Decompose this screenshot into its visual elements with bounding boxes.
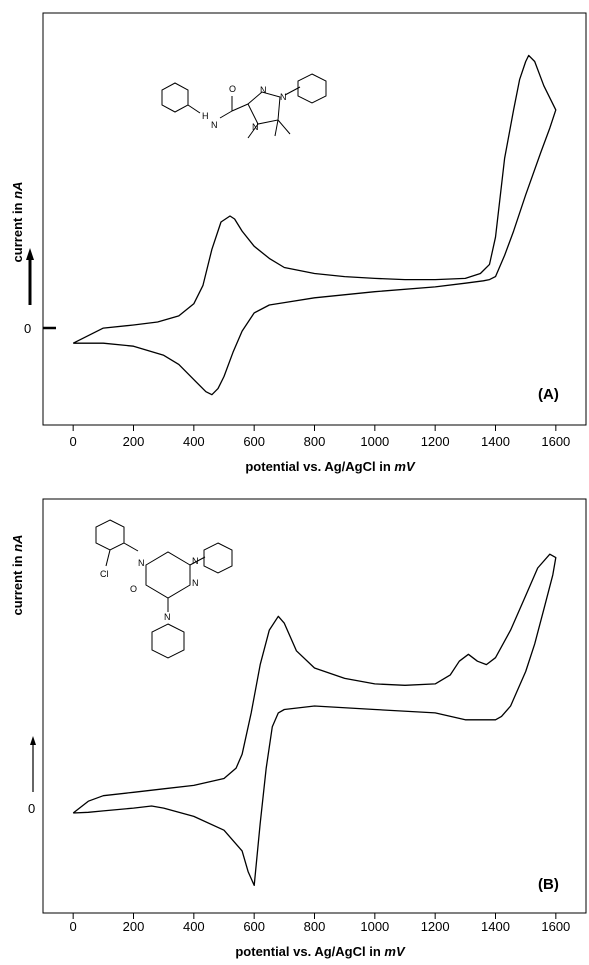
- x-tick-label-b: 1000: [360, 919, 389, 934]
- x-tick-label-b: 800: [304, 919, 326, 934]
- x-axis-label-a: potential vs. Ag/AgCl in mV: [245, 459, 416, 474]
- y-arrow-a: [26, 248, 34, 305]
- x-tick-label-b: 0: [70, 919, 77, 934]
- x-tick-label-a: 600: [243, 434, 265, 449]
- svg-text:N: N: [192, 578, 199, 588]
- x-tick-label-b: 1400: [481, 919, 510, 934]
- x-tick-label-b: 600: [243, 919, 265, 934]
- svg-text:N: N: [138, 558, 145, 568]
- x-tick-label-a: 0: [70, 434, 77, 449]
- x-axis-label-b: potential vs. Ag/AgCl in mV: [235, 944, 406, 959]
- svg-text:N: N: [211, 120, 218, 130]
- svg-text:N: N: [260, 85, 267, 95]
- x-tick-label-b: 1600: [541, 919, 570, 934]
- molecule-structure-a: H N O N N N: [161, 73, 327, 139]
- svg-text:Cl: Cl: [100, 569, 109, 579]
- svg-text:N: N: [164, 612, 171, 622]
- svg-text:H: H: [202, 111, 209, 121]
- panel-a: 0 200 400 600 800 1000 1200 1400 1600 potential …: [10, 12, 587, 474]
- panel-label-b: (B): [538, 876, 559, 893]
- svg-text:O: O: [130, 584, 137, 594]
- x-tick-label-a: 800: [304, 434, 326, 449]
- y-axis-label-b: current in nA: [10, 535, 25, 616]
- x-tick-label-a: 1400: [481, 434, 510, 449]
- x-tick-label-b: 1200: [421, 919, 450, 934]
- x-tick-label-a: 400: [183, 434, 205, 449]
- voltammogram-curve-a: [72, 54, 557, 396]
- y-zero-label-b: 0: [28, 801, 35, 816]
- x-ticks-b: 0 200 400 600 800 1000 1200 1400 1600: [70, 913, 570, 934]
- x-tick-label-a: 1600: [541, 434, 570, 449]
- svg-text:N: N: [192, 556, 199, 566]
- x-tick-label-b: 400: [183, 919, 205, 934]
- y-zero-label-a: 0: [24, 321, 31, 336]
- x-tick-label-a: 200: [123, 434, 145, 449]
- y-axis-label-a: current in nA: [10, 182, 25, 263]
- x-tick-label-a: 1000: [360, 434, 389, 449]
- svg-text:N: N: [280, 92, 287, 102]
- voltammogram-curve-b: [72, 553, 557, 887]
- x-tick-label-a: 1200: [421, 434, 450, 449]
- panel-b: 0 200 400 600 800 1000 1200 1400 1600 potential …: [10, 498, 587, 959]
- y-arrow-b: [30, 736, 36, 792]
- svg-text:O: O: [229, 84, 236, 94]
- panel-label-a: (A): [538, 386, 559, 403]
- molecule-structure-b: Cl N N N O N: [95, 519, 233, 659]
- x-tick-label-b: 200: [123, 919, 145, 934]
- x-ticks-a: 0 200 400 600 800 1000 1200 1400 1600: [70, 425, 570, 449]
